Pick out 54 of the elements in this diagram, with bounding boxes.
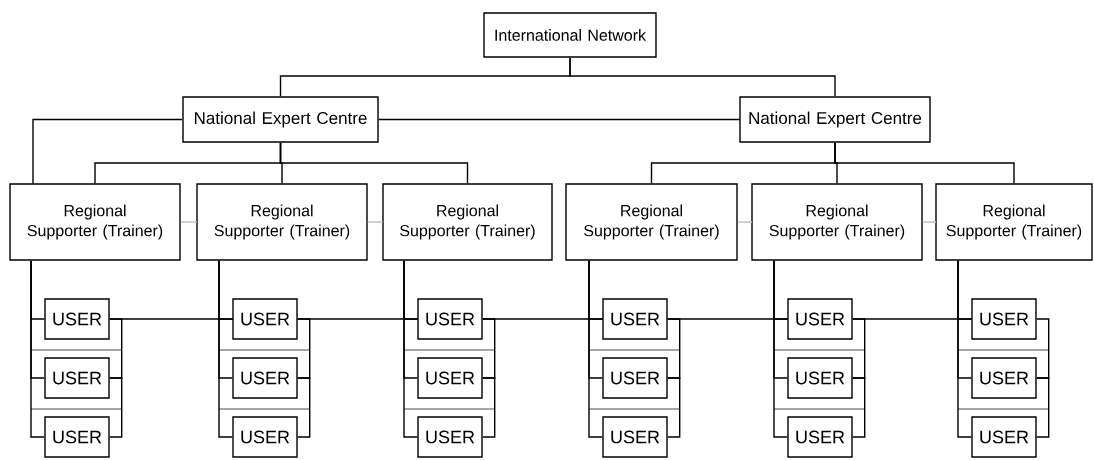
connector-line bbox=[667, 377, 681, 438]
user-box: USER bbox=[971, 357, 1037, 399]
connector-line bbox=[737, 221, 753, 223]
user-box: USER bbox=[971, 416, 1037, 458]
centre-box: National Expert Centre bbox=[739, 96, 931, 143]
connector-line bbox=[1036, 377, 1050, 438]
user-box: USER bbox=[232, 416, 298, 458]
connector-line bbox=[588, 260, 603, 438]
supporter-box: Regional Supporter (Trainer) bbox=[935, 183, 1093, 261]
user-box: USER bbox=[232, 357, 298, 399]
connector-line bbox=[297, 377, 311, 438]
connector-line bbox=[852, 377, 866, 438]
connector-line bbox=[218, 260, 233, 438]
connector-line bbox=[482, 318, 604, 320]
connector-line bbox=[922, 221, 937, 223]
connector-line bbox=[109, 318, 234, 320]
connector-line bbox=[279, 142, 469, 184]
user-box: USER bbox=[232, 298, 298, 340]
user-box: USER bbox=[602, 298, 668, 340]
connector-line bbox=[30, 260, 45, 438]
user-box: USER bbox=[787, 357, 853, 399]
supporter-box: Regional Supporter (Trainer) bbox=[382, 183, 553, 261]
supporter-box: Regional Supporter (Trainer) bbox=[196, 183, 368, 261]
connector-line bbox=[1036, 318, 1050, 379]
user-box: USER bbox=[44, 357, 110, 399]
connector-line bbox=[957, 260, 972, 438]
user-box: USER bbox=[44, 416, 110, 458]
user-box: USER bbox=[602, 416, 668, 458]
connector-line bbox=[378, 118, 741, 121]
supporter-box: Regional Supporter (Trainer) bbox=[565, 183, 738, 261]
connector-line bbox=[109, 377, 123, 438]
connector-line bbox=[852, 318, 973, 320]
connector-line bbox=[180, 221, 198, 223]
connector-line bbox=[482, 377, 496, 438]
user-box: USER bbox=[787, 416, 853, 458]
user-box: USER bbox=[417, 357, 483, 399]
supporter-box: Regional Supporter (Trainer) bbox=[751, 183, 923, 261]
centre-box: National Expert Centre bbox=[182, 96, 379, 143]
supporter-box: Regional Supporter (Trainer) bbox=[9, 183, 181, 261]
connector-line bbox=[569, 57, 836, 97]
connector-line bbox=[367, 221, 384, 223]
connector-line bbox=[297, 318, 419, 320]
user-box: USER bbox=[787, 298, 853, 340]
connector-line bbox=[403, 260, 418, 438]
connector-line bbox=[773, 260, 788, 438]
connector-line bbox=[667, 318, 789, 320]
user-box: USER bbox=[44, 298, 110, 340]
connector-line bbox=[32, 118, 183, 184]
user-box: USER bbox=[417, 416, 483, 458]
connector-line bbox=[834, 142, 1015, 184]
user-box: USER bbox=[971, 298, 1037, 340]
user-box: USER bbox=[602, 357, 668, 399]
network-box: International Network bbox=[483, 12, 657, 58]
user-box: USER bbox=[417, 298, 483, 340]
